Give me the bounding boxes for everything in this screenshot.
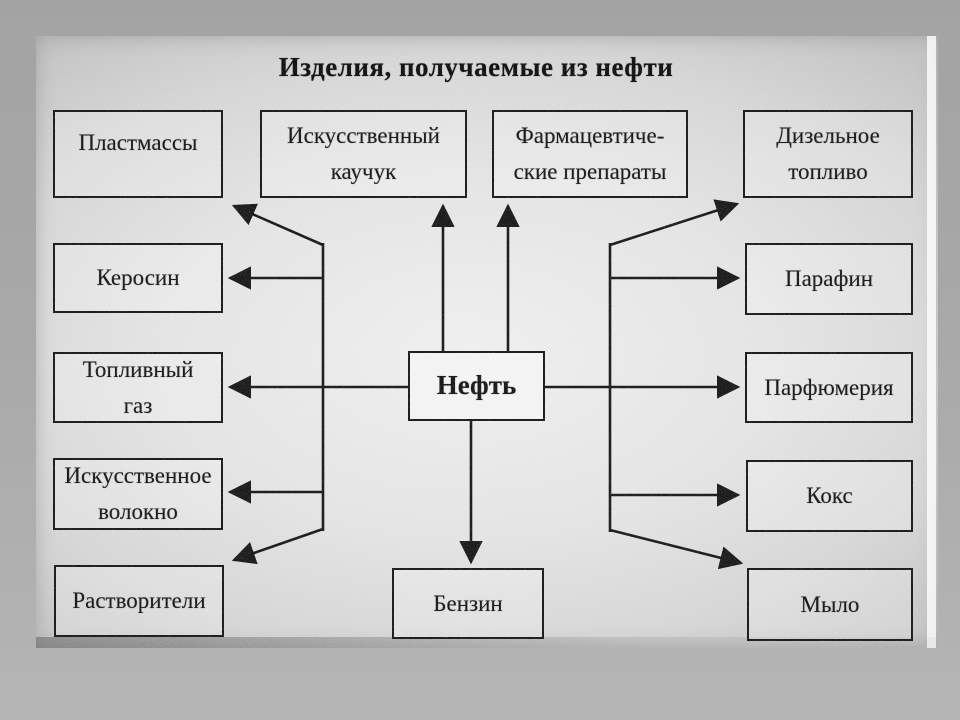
node-label-line2: каучук <box>330 159 397 184</box>
node-label: Растворители <box>72 588 206 614</box>
node-fuel-gas: Топливный газ <box>53 352 223 423</box>
node-label: Кокс <box>806 483 853 509</box>
node-coke: Кокс <box>746 460 913 532</box>
node-label: Пластмассы <box>78 130 198 156</box>
node-label-line2: ские препараты <box>513 159 667 184</box>
node-gasoline: Бензин <box>392 568 544 639</box>
node-kerosene: Керосин <box>53 243 223 313</box>
node-label: Нефть <box>436 370 517 401</box>
node-label-line1: Искусственный <box>287 123 440 149</box>
node-paraffin: Парафин <box>745 243 913 315</box>
node-label-line1: Дизельное <box>776 123 880 149</box>
node-label: Парфюмерия <box>764 374 894 400</box>
node-plastics: Пластмассы <box>53 110 223 198</box>
node-label: Мыло <box>800 591 860 617</box>
node-rubber: Искусственный каучук <box>260 110 467 198</box>
node-label-line2: волокно <box>98 499 178 524</box>
node-label-line1: Топливный <box>82 356 194 382</box>
node-fiber: Искусственное волокно <box>53 458 223 530</box>
node-oil: Нефть <box>408 351 545 421</box>
node-label-line2: газ <box>123 392 153 418</box>
node-diesel: Дизельное топливо <box>743 110 913 198</box>
node-label-line2: топливо <box>788 159 868 184</box>
node-soap: Мыло <box>747 568 913 641</box>
node-label: Парафин <box>784 266 874 292</box>
node-perfume: Парфюмерия <box>745 352 913 423</box>
node-pharma: Фармацевтиче- ские препараты <box>492 110 688 198</box>
node-label: Бензин <box>433 590 503 616</box>
node-label-line1: Искусственное <box>64 463 212 489</box>
node-label: Керосин <box>96 265 180 291</box>
diagram-title: Изделия, получаемые из нефти <box>278 52 674 82</box>
node-solvents: Растворители <box>54 565 224 637</box>
node-label-line1: Фармацевтиче- <box>515 123 665 149</box>
